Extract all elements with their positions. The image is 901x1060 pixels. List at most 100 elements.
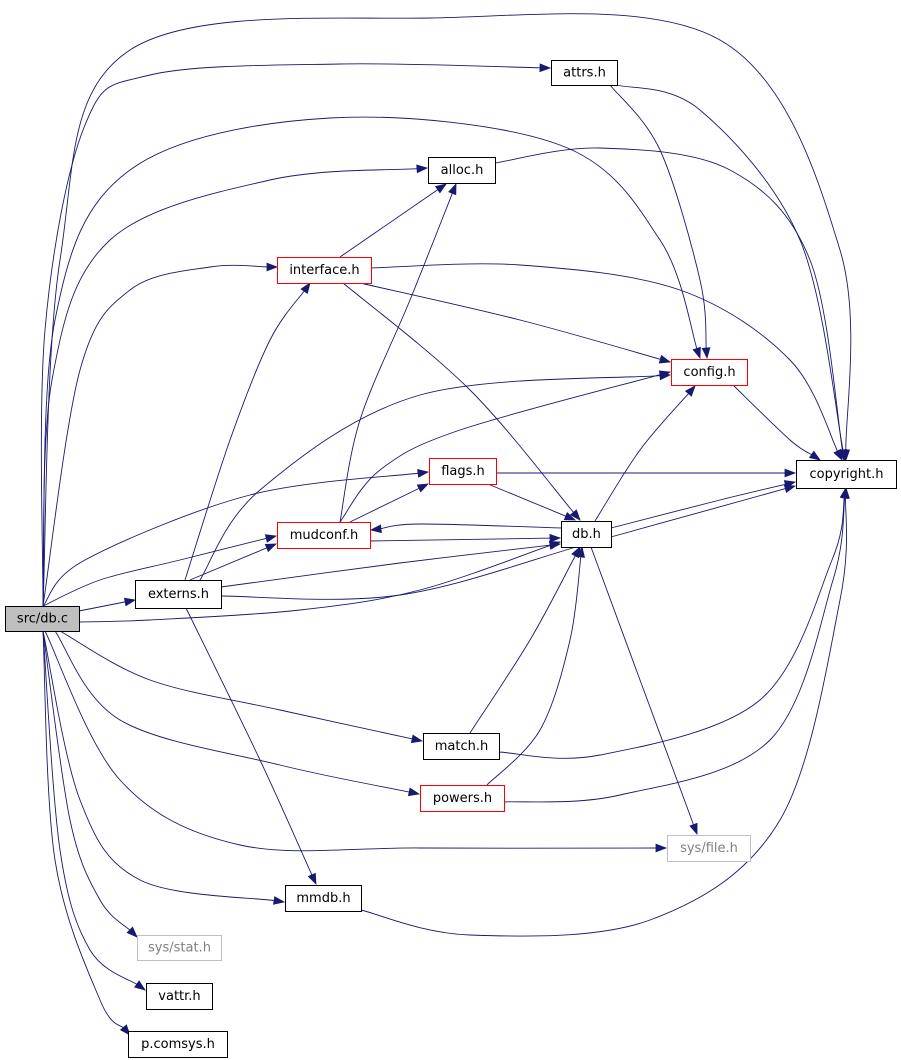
edge-line [732,384,814,456]
edge-line [40,63,543,607]
edge-line [199,375,663,581]
node-flags-h[interactable]: flags.h [429,458,497,485]
edge-line [42,264,270,607]
edge-line [78,601,128,612]
node-alloc-h[interactable]: alloc.h [428,157,496,184]
edge-mmdb_h-to-copyright_h [360,486,850,937]
edge-arrowhead [416,164,429,174]
edge-line [185,607,314,877]
edge-attrs_h-to-copyright_h [616,84,848,462]
edge-line [609,84,707,351]
node-interface-h[interactable]: interface.h [277,257,372,284]
node-label: config.h [683,365,735,380]
edge-externs_h-to-config_h [199,371,672,581]
edge-line [339,373,663,523]
edge-line [610,483,788,529]
node-attrs-h[interactable]: attrs.h [551,60,618,86]
node-powers-h[interactable]: powers.h [420,785,505,812]
edge-powers_h-to-db_h [486,545,586,786]
edge-arrowhead [273,896,286,905]
edge-line [184,289,306,581]
node-db-h[interactable]: db.h [561,521,612,548]
edge-arrowhead [264,534,278,543]
edge-externs_h-to-mmdb_h [185,607,317,886]
edge-arrowhead [119,1024,131,1036]
edge-line [359,282,663,361]
edge-arrowhead [576,545,586,558]
edge-arrowhead [783,484,797,493]
edge-line [378,523,562,530]
edge-db_h-to-config_h [594,385,696,522]
node-box [285,885,362,912]
node-sys-stat-h[interactable]: sys/stat.h [137,935,222,961]
node-label: sys/file.h [680,841,738,856]
node-mmdb-h[interactable]: mmdb.h [285,885,362,912]
node-config-h[interactable]: config.h [671,359,748,386]
edge-arrowhead [808,450,821,461]
edge-db_c-to-sys_file_h [44,630,668,853]
edge-arrowhead [563,512,577,521]
node-box [551,60,618,86]
edge-db_h-to-copyright_h [610,480,797,529]
node-label: vattr.h [158,989,200,1004]
node-box [5,606,80,632]
node-p-comsys-h[interactable]: p.comsys.h [128,1031,228,1058]
edge-db_c-to-copyright_h [42,13,852,607]
edge-arrowhead [539,63,552,73]
node-vattr-h[interactable]: vattr.h [146,983,213,1010]
edge-line [486,554,582,786]
edge-arrowhead [684,385,696,397]
edges-layer [40,13,852,1036]
edge-line [469,553,577,734]
node-box [277,522,371,549]
node-label: externs.h [148,587,209,602]
edge-arrowhead [658,354,672,364]
edge-mudconf_h-to-config_h [339,370,672,523]
edge-arrowhead [434,183,447,194]
edge-line [44,630,659,852]
node-box [277,257,372,284]
edge-arrowhead [416,483,430,493]
edge-externs_h-to-mudconf_h [189,543,278,581]
edge-externs_h-to-copyright_h [220,484,797,600]
edge-line [498,495,845,759]
node-box [128,1031,228,1058]
node-box [429,458,497,485]
edge-mudconf_h-to-db_h [369,533,562,543]
edge-arrowhead [549,540,562,550]
edge-arrowhead [549,533,562,543]
node-label: mudconf.h [290,528,359,543]
edge-line [42,630,126,1030]
node-mudconf-h[interactable]: mudconf.h [277,522,371,549]
edge-arrowhead [692,346,701,360]
edge-flags_h-to-copyright_h [496,468,797,478]
edge-interface_h-to-config_h [359,282,672,364]
edge-arrowhead [410,734,424,744]
node-label: db.h [572,527,601,542]
edge-db_c-to-match_h [59,630,424,744]
node-label: p.comsys.h [141,1037,215,1052]
edge-line [42,630,132,932]
edge-arrowhead [417,468,430,478]
edge-line [590,546,695,827]
edge-arrowhead [300,282,311,295]
node-copyright-h[interactable]: copyright.h [796,460,897,489]
edge-line [54,630,412,793]
edge-db_c-to-vattr_h [42,630,146,991]
node-label: match.h [435,739,489,754]
edge-arrowhead [689,822,698,836]
edge-interface_h-to-db_h [342,282,581,521]
node-externs-h[interactable]: externs.h [135,580,222,609]
node-match-h[interactable]: match.h [423,733,500,760]
edge-line [220,487,788,600]
node-box [420,785,505,812]
edge-line [342,282,576,515]
edge-interface_h-to-alloc_h [339,183,447,258]
node-box [561,521,612,548]
edge-externs_h-to-interface_h [184,282,311,581]
edge-db_c-to-mmdb_h [42,630,286,905]
edge-powers_h-to-copyright_h [503,486,849,803]
node-sys-file-h[interactable]: sys/file.h [667,835,751,862]
edge-arrowhead [833,448,843,461]
node-label: flags.h [441,464,485,479]
